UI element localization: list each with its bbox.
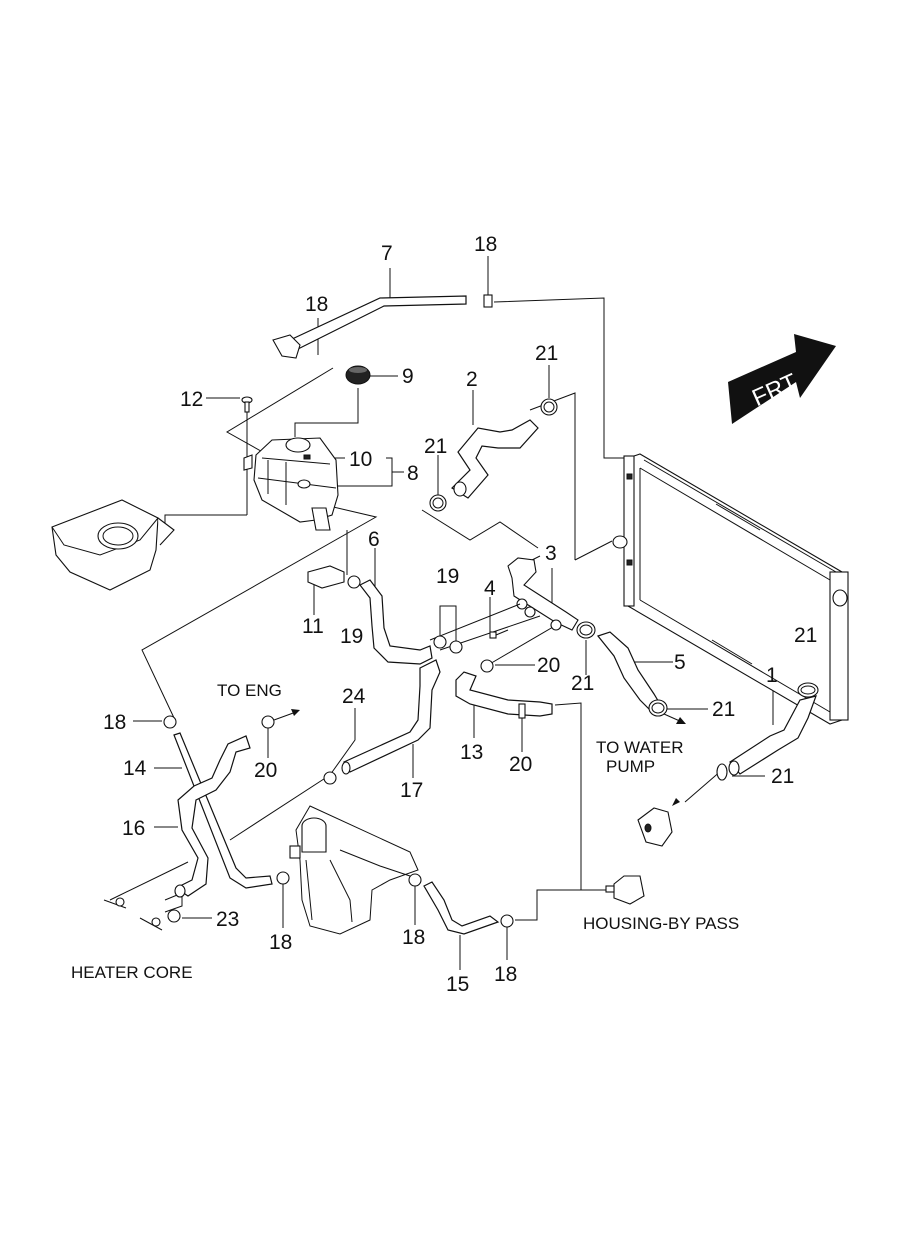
hose-1 [728,695,817,776]
clamp-20-hose13-mid [518,703,526,719]
clamp-23 [167,909,181,923]
clamps-19-pair [433,635,463,654]
callout-3: 3 [545,542,557,565]
callout-13: 13 [460,741,484,764]
clamp-21-hose5 [648,699,668,717]
callout-18: 18 [474,233,498,256]
callout-8: 8 [407,462,419,485]
clamp-18-bottom-right [500,914,514,928]
arrow-to-water-pump [663,713,686,724]
hose-6 [359,579,433,665]
clamp-21-pipe3 [576,621,596,639]
callout-2: 2 [466,368,478,391]
callout-18: 18 [402,926,426,949]
clamp-18-bottom-mid [408,873,422,887]
frt-direction-arrow: FRT [728,334,836,424]
note-to-water-pump-line1: TO WATER [596,738,684,757]
callout-6: 6 [368,528,380,551]
callout-19: 19 [436,565,460,588]
callout-15: 15 [446,973,470,996]
callout-7: 7 [381,242,393,265]
hose-15 [423,881,500,935]
callout-17: 17 [400,779,424,802]
surge-tank-8 [243,437,339,531]
radiator [612,453,849,725]
callout-10: 10 [349,448,373,471]
pad-11 [307,565,345,589]
note-housing-bypass: HOUSING-BY PASS [583,914,740,933]
callout-18: 18 [494,963,518,986]
clamp-20-hose13-top [480,659,494,673]
water-pump-inlet [637,798,680,847]
callout-12: 12 [180,388,204,411]
clamp-21-hose1-top [797,682,819,698]
callout-23: 23 [216,908,240,931]
callout-1: 1 [766,664,778,687]
clamp-18-hose14 [163,715,177,729]
clamp-20-to-eng [261,709,300,729]
callout-20: 20 [509,753,533,776]
callout-21: 21 [794,624,818,647]
resonator [51,499,175,591]
callout-14: 14 [123,757,147,780]
clamp-19-hose6 [347,575,361,589]
note-to-water-pump-line2: PUMP [606,757,656,776]
clamp-18-bottom-left [276,871,290,885]
hose-14 [173,732,273,889]
callout-21: 21 [424,435,448,458]
throttle-body-area [289,805,419,935]
callout-20: 20 [254,759,278,782]
callout-9: 9 [402,365,414,388]
clamp-24 [323,771,337,785]
callout-5: 5 [674,651,686,674]
hose-13 [455,671,553,717]
callout-21: 21 [571,672,595,695]
bolt-12 [241,396,253,413]
callout-18: 18 [103,711,127,734]
callout-18: 18 [305,293,329,316]
hose-5 [596,631,661,711]
callout-21: 21 [771,765,795,788]
clamp-21-upper-left [429,494,447,512]
clamp-21-upper-right [540,398,558,416]
bolt-4 [489,629,509,639]
clamp-21-hose1-bottom [716,763,728,781]
hose-16 [174,735,251,898]
housing-bypass [605,875,645,905]
callout-16: 16 [122,817,146,840]
callout-21: 21 [535,342,559,365]
note-to-eng: TO ENG [217,681,282,700]
callout-18: 18 [269,931,293,954]
note-heater-core: HEATER CORE [71,963,193,982]
cap-9 [345,365,371,385]
clip-18-top [483,294,493,308]
hose-17 [341,659,441,775]
callout-4: 4 [484,577,496,600]
callout-20: 20 [537,654,561,677]
hose-2 [451,419,539,499]
hose-7 [272,295,467,359]
callout-21: 21 [712,698,736,721]
callout-19: 19 [340,625,364,648]
callout-11: 11 [302,615,324,638]
heater-core-pipes [103,897,163,931]
callout-24: 24 [342,685,366,708]
